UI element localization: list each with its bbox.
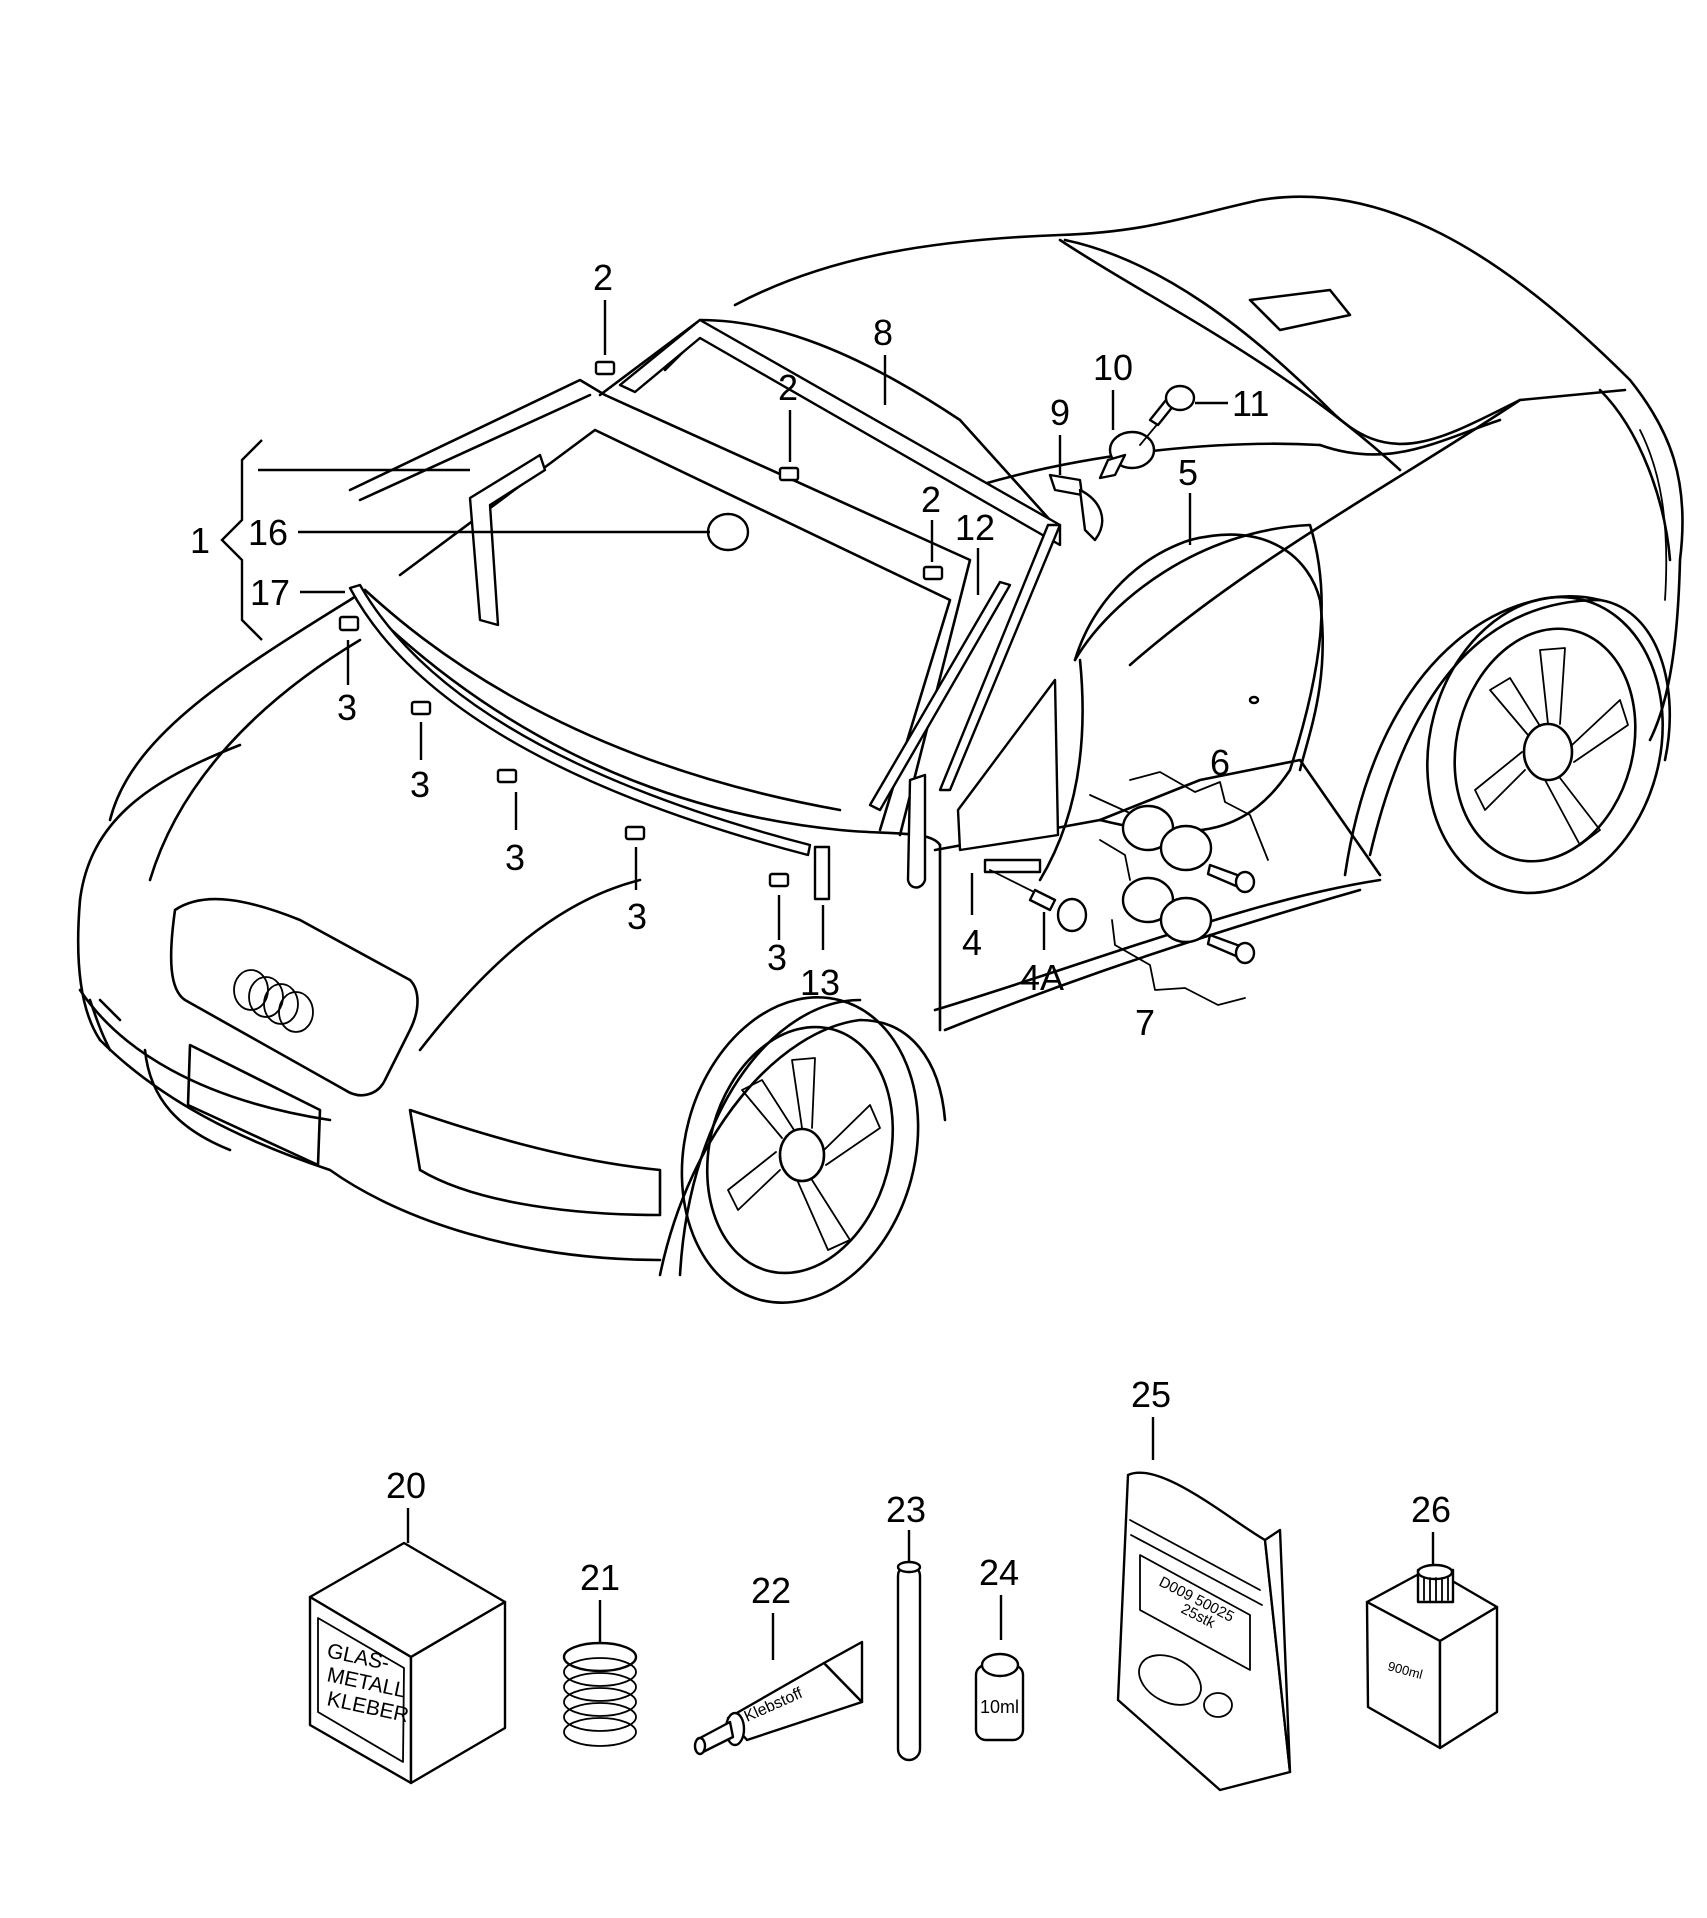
callout-26: 26 [1411, 1489, 1451, 1530]
callout-6: 6 [1210, 742, 1230, 783]
seal-strip-side [938, 523, 1062, 792]
quarter-window [956, 678, 1088, 933]
coil-21 [562, 1600, 638, 1747]
callout-17: 17 [250, 572, 290, 613]
callout-3b: 3 [410, 764, 430, 805]
rod-23 [896, 1530, 922, 1762]
callout-3e: 3 [767, 937, 787, 978]
primer-bag-25: D009 50025 25stk [1116, 1471, 1292, 1792]
side-strip-12 [868, 580, 1012, 812]
side-window-5 [1073, 533, 1324, 772]
callout-12: 12 [955, 507, 995, 548]
callout-20: 20 [386, 1465, 426, 1506]
callout-21: 21 [580, 1557, 620, 1598]
callout-13: 13 [800, 962, 840, 1003]
screw-11-head [1164, 384, 1196, 412]
quarter-glass-4 [956, 678, 1060, 852]
license-plate [186, 1043, 322, 1167]
callout-9: 9 [1050, 392, 1070, 433]
clip-and-screw [1048, 384, 1196, 542]
cleaner-bottle-26: 900ml [1365, 1563, 1499, 1750]
callout-22: 22 [751, 1570, 791, 1611]
leader-lines [220, 300, 1435, 1660]
adhesive-tube-22: Klebstoff [693, 1640, 864, 1756]
callout-25: 25 [1131, 1374, 1171, 1415]
car-body [76, 195, 1684, 1304]
small-bottle-label: 10ml [980, 1697, 1019, 1717]
rear-wheel [1426, 595, 1664, 895]
spacer-2b [778, 466, 800, 482]
spacer-2a [594, 360, 616, 376]
bolt-4a-head [1056, 897, 1088, 933]
vent-strip-13 [813, 845, 831, 901]
callout-8: 8 [873, 312, 893, 353]
spacer-2c [922, 565, 944, 581]
bolt-4a-shaft [1028, 888, 1057, 912]
windshield-assembly [338, 318, 1062, 901]
washers-and-screws [1089, 771, 1269, 1006]
spacer-3d [624, 825, 646, 841]
brand-rings-logo [233, 969, 314, 1033]
pillar-strip [906, 773, 927, 889]
callout-11: 11 [1232, 383, 1269, 424]
callout-4: 4 [962, 922, 982, 963]
callout-7: 7 [1135, 1002, 1155, 1043]
spacer-3a [338, 615, 360, 632]
adhesive-box-20: GLAS- METALL KLEBER [308, 1541, 507, 1785]
callout-5: 5 [1178, 452, 1198, 493]
callout-10: 10 [1093, 347, 1133, 388]
callout-2a: 2 [593, 257, 613, 298]
callout-3d: 3 [627, 896, 647, 937]
callout-labels: 1 2 2 2 3 3 3 3 3 4 4A 5 6 7 8 9 10 11 1… [190, 257, 1451, 1611]
callout-2c: 2 [921, 479, 941, 520]
small-bottle-24: 10ml [974, 1652, 1025, 1742]
spacer-strip-left [468, 453, 547, 627]
spacer-3c [496, 768, 518, 784]
callout-16: 16 [248, 512, 288, 553]
clip-9 [1048, 473, 1084, 497]
callout-4a: 4A [1020, 957, 1064, 998]
mirror-mount-pad [706, 512, 750, 552]
callout-3c: 3 [505, 837, 525, 878]
washer-6b [1159, 824, 1213, 872]
callout-24: 24 [979, 1552, 1019, 1593]
callout-3a: 3 [337, 687, 357, 728]
callout-1: 1 [190, 520, 210, 561]
callout-2b: 2 [778, 367, 798, 408]
washer-7b [1159, 896, 1213, 944]
spacer-3b [410, 700, 432, 716]
window-mark [1248, 695, 1260, 705]
seal-strip-top [618, 318, 1062, 547]
bracket-4 [983, 858, 1042, 874]
callout-23: 23 [886, 1489, 926, 1530]
spacer-3e [768, 872, 790, 888]
front-wheel [680, 996, 920, 1304]
lower-molding [348, 583, 812, 857]
